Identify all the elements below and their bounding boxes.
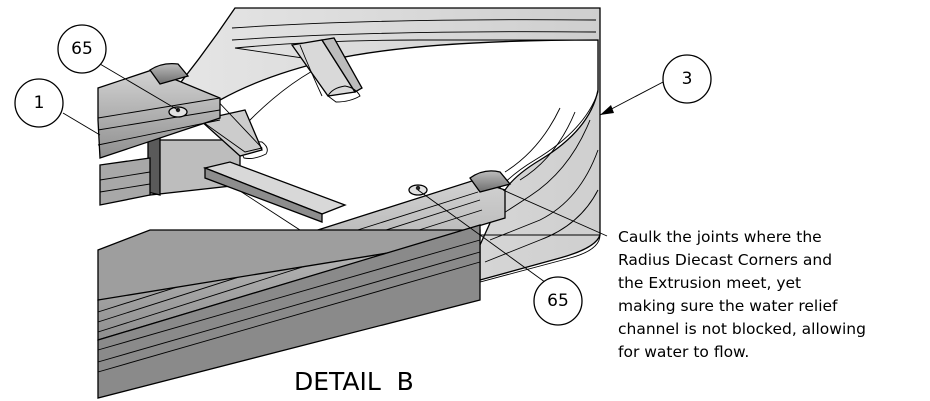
cross-bar <box>202 161 347 223</box>
callout-1: 1 <box>14 78 64 128</box>
pan-floor <box>199 39 599 231</box>
callout-label: 65 <box>547 291 569 311</box>
note-line: Radius Diecast Corners and <box>618 251 832 269</box>
arrowhead <box>600 105 614 115</box>
note-line: the Extrusion meet, yet <box>618 274 801 292</box>
note-line: channel is not blocked, allowing <box>618 320 866 338</box>
callout-65-top: 65 <box>57 24 107 74</box>
callout-65-bottom: 65 <box>533 276 583 326</box>
note-line: making sure the water relief <box>618 297 838 315</box>
note-line: Caulk the joints where the <box>618 228 822 246</box>
callout-label: 65 <box>71 39 93 59</box>
upper-rail <box>97 62 221 206</box>
note-line: for water to flow. <box>618 343 749 361</box>
callout-label: 1 <box>34 93 45 113</box>
caulk-note: Caulk the joints where the Radius Diecas… <box>618 228 866 361</box>
leader-lines <box>62 63 666 286</box>
callout-3: 3 <box>662 54 712 104</box>
callout-label: 3 <box>682 69 693 89</box>
detail-caption: DETAIL B <box>294 367 414 396</box>
front-extrusion <box>97 170 512 399</box>
